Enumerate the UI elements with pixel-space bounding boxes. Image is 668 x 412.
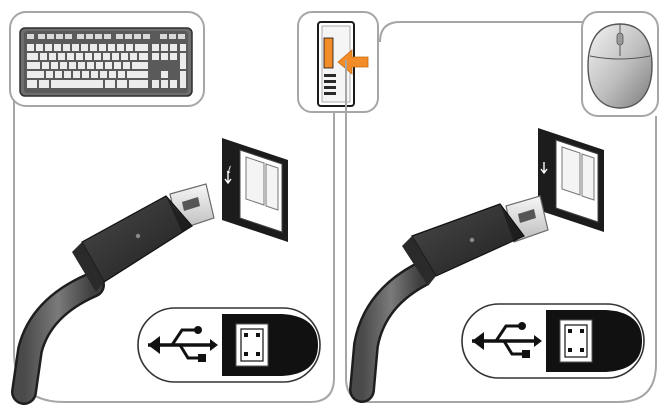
usb-port-icon bbox=[538, 128, 604, 232]
panel-frame bbox=[345, 21, 657, 403]
mouse-icon bbox=[581, 11, 659, 117]
keyboard-panel: ⭠ bbox=[9, 11, 335, 405]
keyboard-icon bbox=[9, 11, 205, 107]
usb-port-icon: ⭠ bbox=[221, 138, 288, 242]
usb-symbol-icon bbox=[540, 162, 548, 175]
usb-port-label bbox=[461, 303, 645, 379]
usb-symbol-icon: ⭠ bbox=[221, 163, 236, 176]
usb-connector bbox=[402, 195, 549, 286]
mouse-panel bbox=[345, 11, 659, 403]
usb-port-label bbox=[137, 307, 321, 383]
computer-back-icon bbox=[297, 11, 379, 113]
usb-connector bbox=[72, 183, 215, 292]
